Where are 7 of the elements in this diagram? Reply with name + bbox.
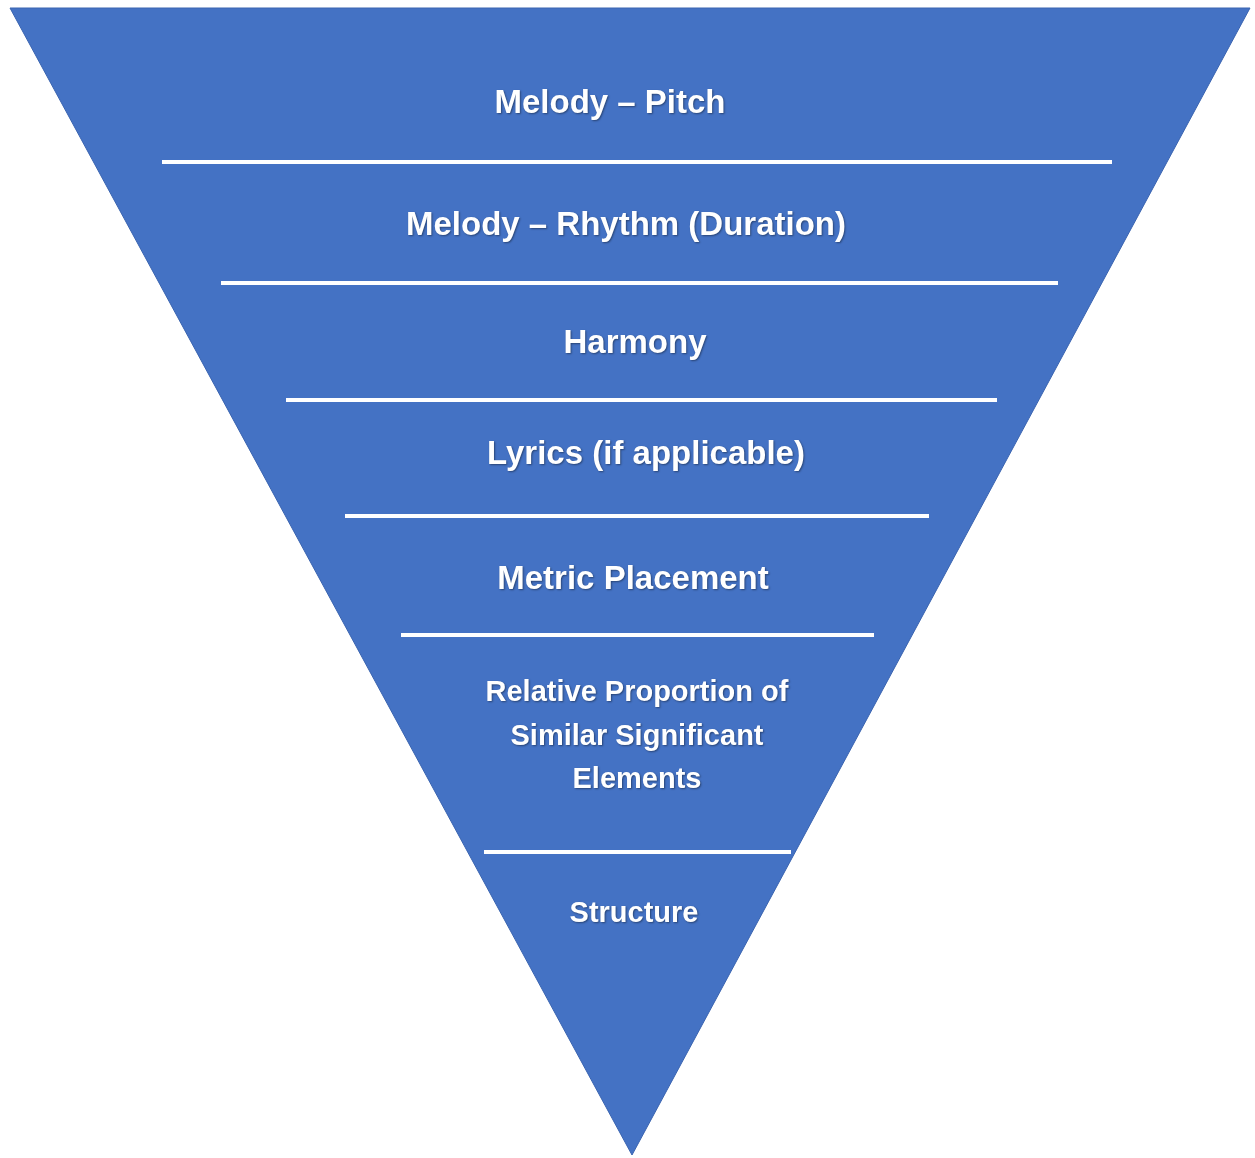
band-label: Harmony (563, 323, 707, 361)
band-label: Metric Placement (497, 559, 769, 597)
band-label: Lyrics (if applicable) (487, 434, 805, 472)
band-label: Melody – Pitch (494, 83, 726, 121)
band-label: Relative Proportion of Similar Significant Elements (472, 669, 802, 801)
band-label: Melody – Rhythm (Duration) (406, 205, 846, 243)
band-label: Structure (569, 895, 699, 929)
